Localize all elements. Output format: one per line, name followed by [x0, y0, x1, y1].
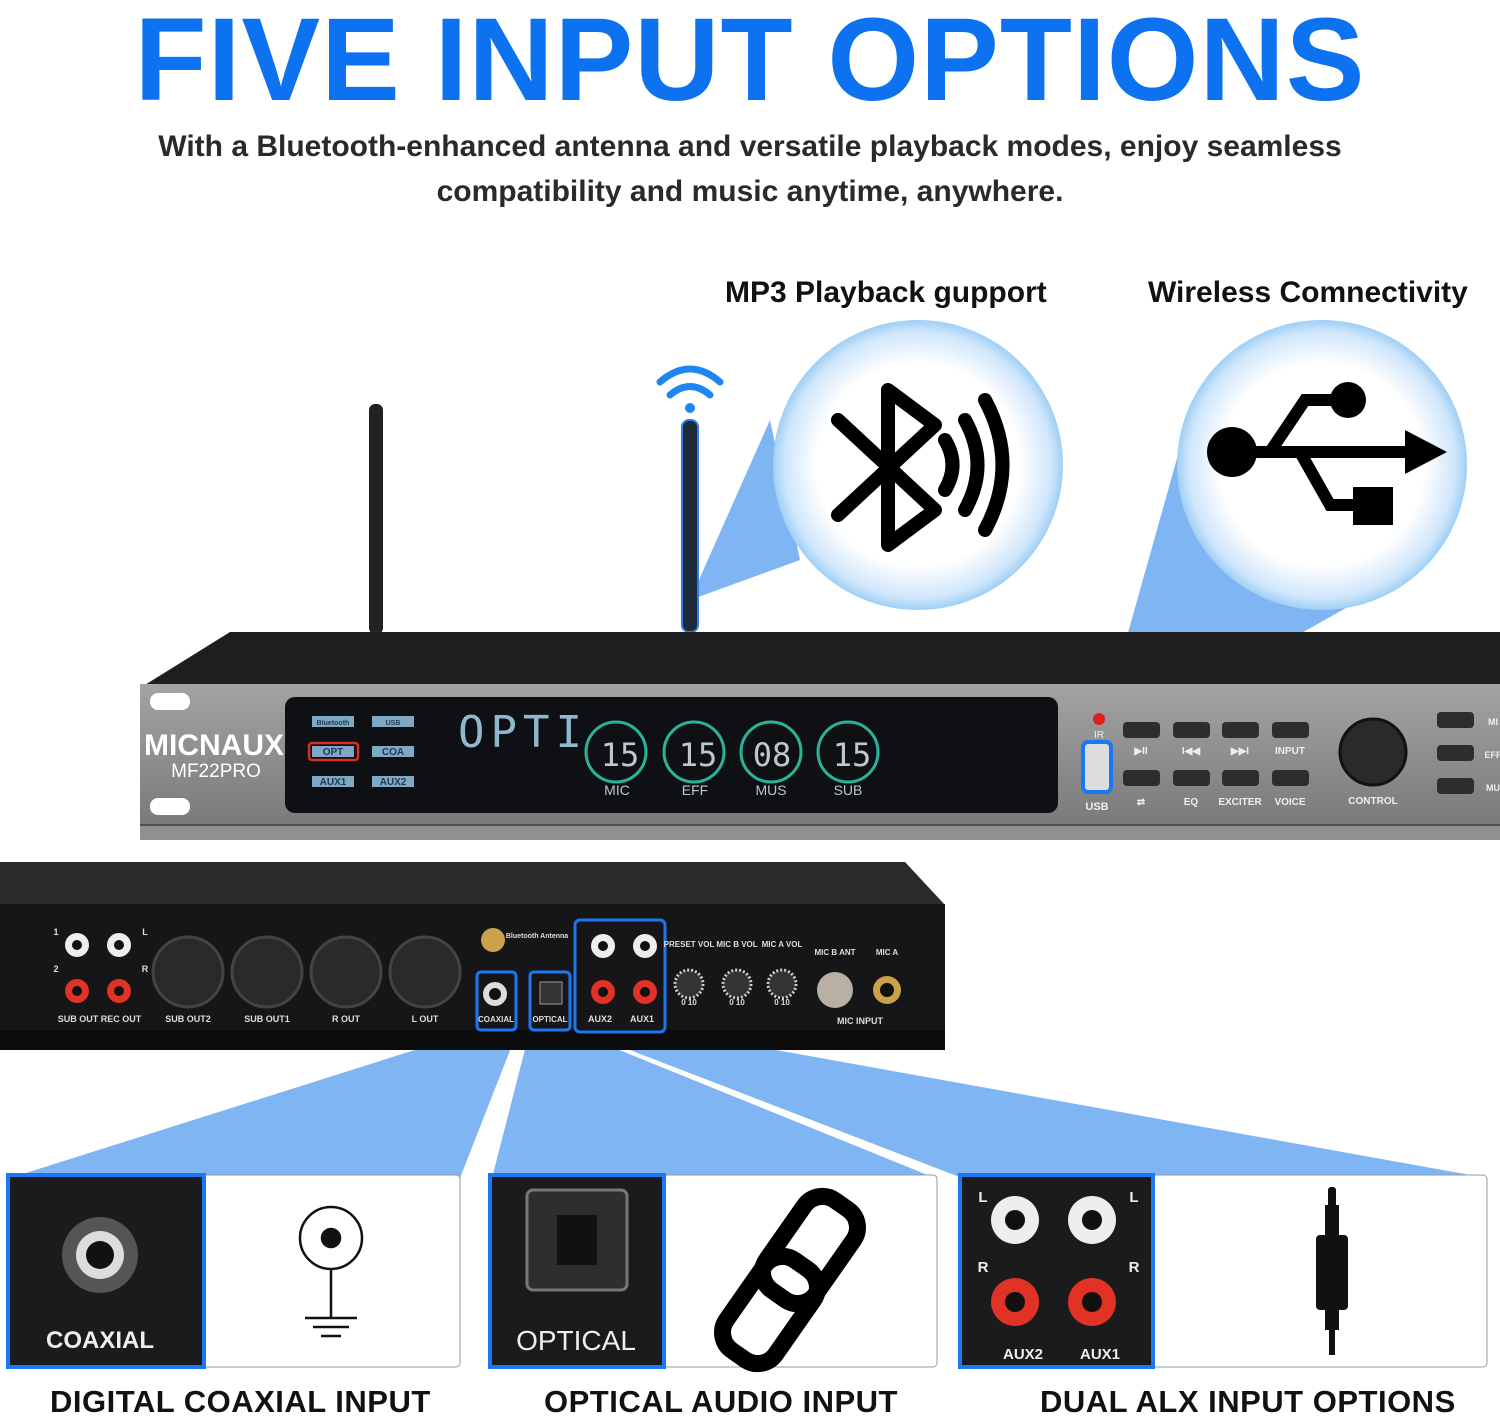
- usb-label: USB: [1085, 801, 1108, 813]
- exciter-button[interactable]: [1222, 770, 1259, 786]
- source-coa: COA: [382, 747, 404, 758]
- label-sub-out1: SUB OUT1: [244, 1014, 290, 1024]
- caption-optical: OPTICAL AUDIO INPUT: [544, 1384, 898, 1420]
- control-label: CONTROL: [1348, 796, 1397, 807]
- control-knob[interactable]: [1340, 719, 1406, 785]
- antenna-bluetooth: [682, 420, 698, 632]
- eq-label: EQ: [1184, 797, 1199, 808]
- aux1-photo-label: AUX1: [1080, 1346, 1120, 1363]
- label-mic-input: MIC INPUT: [837, 1016, 884, 1026]
- feature-label-mp3: MP3 Playback gupport: [725, 276, 1047, 310]
- meter-sub-value: 15: [833, 736, 872, 774]
- eq-button[interactable]: [1173, 770, 1210, 786]
- label-sub-out2: SUB OUT2: [165, 1014, 211, 1024]
- rear-mark-1: 1: [53, 927, 58, 937]
- usb-port[interactable]: [1083, 742, 1111, 792]
- voice-label: VOICE: [1274, 797, 1305, 808]
- model-name: MF22PRO: [171, 761, 261, 782]
- rear-mark-l: L: [142, 927, 148, 937]
- rear-unit-top: [0, 862, 945, 905]
- meter-mus-label: MUS: [755, 782, 786, 798]
- eff-button[interactable]: [1437, 745, 1474, 761]
- card-coaxial: COAXIAL: [8, 1175, 460, 1367]
- meter-mus-value: 08: [753, 736, 792, 774]
- label-bluetooth-antenna: Bluetooth Antenna: [506, 933, 568, 940]
- label-r-out: R OUT: [332, 1014, 361, 1024]
- caption-coaxial: DIGITAL COAXIAL INPUT: [50, 1384, 431, 1420]
- input-label: INPUT: [1275, 746, 1305, 757]
- meter-mic-label: MIC: [604, 782, 630, 798]
- caption-aux: DUAL ALX INPUT OPTIONS: [1040, 1384, 1456, 1420]
- aux-photo: [960, 1175, 1153, 1367]
- source-opt: OPT: [323, 747, 344, 758]
- source-bluetooth: Bluetooth: [317, 720, 350, 727]
- label-sub-out: SUB OUT: [58, 1014, 99, 1024]
- label-aux1: AUX1: [630, 1014, 654, 1024]
- repeat-button[interactable]: [1123, 770, 1160, 786]
- repeat-label: ⇄: [1137, 797, 1146, 808]
- play-pause-label: ▶II: [1133, 746, 1147, 757]
- label-mic-b-ant: MIC B ANT: [814, 948, 855, 957]
- front-unit-top: [140, 632, 1500, 688]
- label-mic-b-vol: MIC B VOL: [716, 940, 757, 949]
- input-button[interactable]: [1272, 722, 1309, 738]
- card-optical: OPTICAL: [490, 1175, 937, 1372]
- wifi-icon: [660, 369, 720, 413]
- eff-side-label: EFF: [1485, 750, 1500, 760]
- scale-mic-b-vol: 0 10: [729, 998, 745, 1007]
- aux-mark-r-left: R: [978, 1259, 989, 1276]
- label-l-out: L OUT: [412, 1014, 439, 1024]
- bluetooth-bubble: [773, 320, 1063, 610]
- source-aux1: AUX1: [320, 777, 347, 788]
- play-pause-button[interactable]: [1123, 722, 1160, 738]
- voice-button[interactable]: [1272, 770, 1309, 786]
- aux-mark-l-right: L: [1129, 1189, 1138, 1206]
- meter-eff-value: 15: [679, 736, 718, 774]
- label-mic-a-vol: MIC A VOL: [762, 940, 803, 949]
- beam-coaxial: [10, 1030, 518, 1178]
- mus-side-label: MU: [1486, 783, 1500, 793]
- antenna-left: [369, 404, 383, 634]
- previous-label: I◀◀: [1182, 746, 1200, 757]
- label-optical: OPTICAL: [532, 1015, 567, 1024]
- feature-label-wireless: Wireless Comnectivity: [1148, 276, 1468, 310]
- coaxial-photo-label: COAXIAL: [46, 1327, 154, 1354]
- meter-eff-label: EFF: [682, 782, 708, 798]
- meter-sub-label: SUB: [834, 782, 863, 798]
- next-button[interactable]: [1222, 722, 1259, 738]
- aux-mark-l-left: L: [978, 1189, 987, 1206]
- ir-label: IR: [1094, 730, 1104, 741]
- mus-button[interactable]: [1437, 778, 1474, 794]
- meter-mic-value: 15: [601, 736, 640, 774]
- label-mic-a: MIC A: [876, 948, 899, 957]
- rear-mark-2: 2: [53, 964, 58, 974]
- scale-preset-vol: 0 10: [681, 998, 697, 1007]
- card-aux: L L R R AUX2 AUX1: [960, 1175, 1487, 1367]
- label-rec-out: REC OUT: [101, 1014, 142, 1024]
- aux2-photo-label: AUX2: [1003, 1346, 1043, 1363]
- optical-photo-label: OPTICAL: [516, 1325, 636, 1356]
- brand-logo: MICNAUX: [144, 729, 284, 762]
- next-label: ▶▶I: [1230, 746, 1249, 757]
- label-aux2: AUX2: [588, 1014, 612, 1024]
- label-preset-vol: PRESET VOL: [664, 940, 715, 949]
- display-text: OPTI: [458, 707, 588, 758]
- mic-button[interactable]: [1437, 712, 1474, 728]
- label-coaxial: COAXIAL: [478, 1015, 514, 1024]
- aux-mark-r-right: R: [1129, 1259, 1140, 1276]
- scale-mic-a-vol: 0 10: [774, 998, 790, 1007]
- ir-led: [1093, 713, 1105, 725]
- mic-side-label: MI: [1488, 717, 1498, 727]
- source-usb: USB: [386, 720, 401, 727]
- rear-mark-r: R: [142, 964, 149, 974]
- previous-button[interactable]: [1173, 722, 1210, 738]
- exciter-label: EXCITER: [1218, 797, 1262, 808]
- source-aux2: AUX2: [380, 777, 407, 788]
